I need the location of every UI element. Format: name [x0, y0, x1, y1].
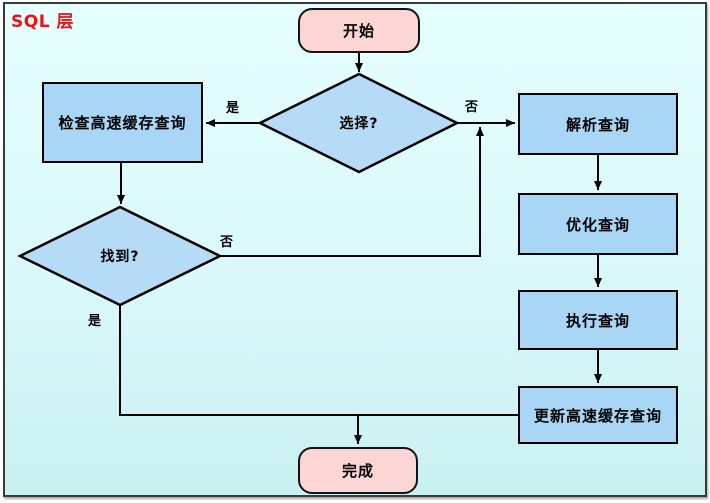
node-start: 开始	[298, 8, 420, 53]
label-found-yes: 是	[88, 314, 102, 329]
node-optimize: 优化查询	[518, 193, 678, 255]
decision-choose-shape	[257, 72, 460, 174]
node-check-cache: 检查高速缓存查询	[42, 82, 203, 163]
node-parse: 解析查询	[518, 93, 678, 155]
node-update-cache: 更新高速缓存查询	[518, 386, 678, 444]
decision-found-shape	[17, 205, 223, 307]
edge-found-no-to-parse-line	[220, 127, 484, 257]
label-found-no: 否	[220, 235, 234, 250]
node-done: 完成	[298, 447, 418, 494]
label-choose-no: 否	[465, 100, 479, 115]
label-choose-yes: 是	[226, 101, 240, 116]
node-execute: 执行查询	[518, 290, 678, 350]
diagram-title: SQL 层	[11, 12, 74, 32]
